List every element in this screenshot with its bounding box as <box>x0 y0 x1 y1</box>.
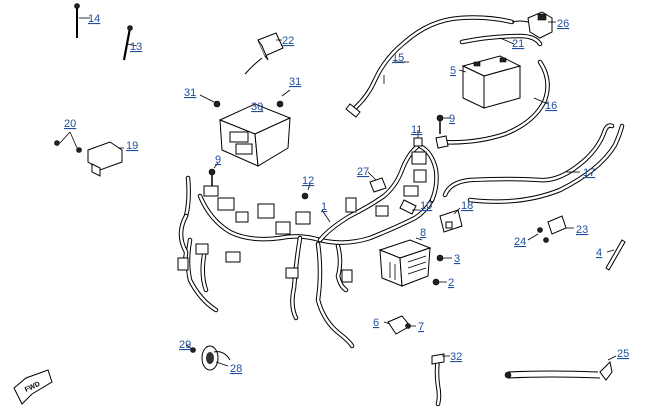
callout-16[interactable]: 16 <box>545 100 557 112</box>
callout-19[interactable]: 19 <box>126 140 138 152</box>
part-2-bolt <box>432 278 447 286</box>
part-22-sensor <box>244 32 284 75</box>
callout-22[interactable]: 22 <box>282 35 294 47</box>
callout-3[interactable]: 3 <box>454 253 460 265</box>
part-26-starter-relay <box>511 11 556 39</box>
part-28-horn <box>201 345 231 371</box>
part-19-sensor <box>87 141 124 177</box>
callout-21[interactable]: 21 <box>512 38 524 50</box>
part-21-cable <box>459 33 543 47</box>
callout-32[interactable]: 32 <box>450 351 462 363</box>
part-8-regulator <box>378 237 432 287</box>
part-20-screws <box>54 131 82 153</box>
callout-24[interactable]: 24 <box>514 236 526 248</box>
callout-25[interactable]: 25 <box>617 348 629 360</box>
callout-30[interactable]: 30 <box>251 101 263 113</box>
callout-14[interactable]: 14 <box>88 13 100 25</box>
part-3-bolt <box>436 254 452 262</box>
callout-31-left[interactable]: 31 <box>184 87 196 99</box>
callout-11[interactable]: 11 <box>411 124 422 136</box>
part-14-rod <box>74 3 90 38</box>
callout-7[interactable]: 7 <box>418 321 424 333</box>
part-5-battery <box>458 55 522 109</box>
callout-26[interactable]: 26 <box>557 18 569 30</box>
callout-17[interactable]: 17 <box>583 167 595 179</box>
part-9-screw-top <box>436 114 450 134</box>
callout-15[interactable]: 15 <box>392 52 404 64</box>
callout-5[interactable]: 5 <box>450 65 456 77</box>
callout-10[interactable]: 10 <box>420 200 432 212</box>
callout-31-right[interactable]: 31 <box>289 76 301 88</box>
callout-6[interactable]: 6 <box>373 317 379 329</box>
part-11-connector <box>413 130 423 147</box>
part-4-strap <box>605 239 626 271</box>
callout-2[interactable]: 2 <box>448 277 454 289</box>
callout-8[interactable]: 8 <box>420 227 426 239</box>
part-7-screw <box>405 323 416 329</box>
callout-28[interactable]: 28 <box>230 363 242 375</box>
callout-9-middle[interactable]: 9 <box>215 154 221 166</box>
callout-12[interactable]: 12 <box>302 175 314 187</box>
part-15-battery-cable <box>345 15 515 118</box>
callout-13[interactable]: 13 <box>130 41 142 53</box>
callout-18[interactable]: 18 <box>461 200 473 212</box>
part-31-screw-right <box>276 89 291 108</box>
part-32-cable <box>431 353 450 407</box>
callout-4[interactable]: 4 <box>596 247 602 259</box>
part-17-cable <box>442 123 625 204</box>
callout-labels: 14 13 22 15 26 21 5 16 31 31 30 9 11 20 … <box>64 13 629 375</box>
part-13-bolt <box>122 25 138 61</box>
callout-1[interactable]: 1 <box>321 201 327 213</box>
part-25-cable <box>504 355 617 381</box>
callout-9-top[interactable]: 9 <box>449 113 455 125</box>
part-16-ground-cable <box>435 59 550 149</box>
part-9-screw-middle <box>208 162 219 186</box>
part-12-screw <box>301 183 311 200</box>
part-18-bracket <box>439 207 463 233</box>
part-30-ecu <box>218 103 292 167</box>
part-10-clip <box>399 199 420 215</box>
callout-23[interactable]: 23 <box>576 224 588 236</box>
part-29-screw <box>185 344 196 353</box>
part-31-screw-left <box>199 94 221 108</box>
part-23-sensor <box>547 215 574 235</box>
callout-20[interactable]: 20 <box>64 118 76 130</box>
callout-27[interactable]: 27 <box>357 166 369 178</box>
callout-29[interactable]: 29 <box>179 339 191 351</box>
direction-arrow: FWD <box>13 369 53 405</box>
part-27-relay <box>367 171 387 193</box>
part-1-main-harness <box>177 143 439 349</box>
part-24-screws <box>527 227 549 243</box>
